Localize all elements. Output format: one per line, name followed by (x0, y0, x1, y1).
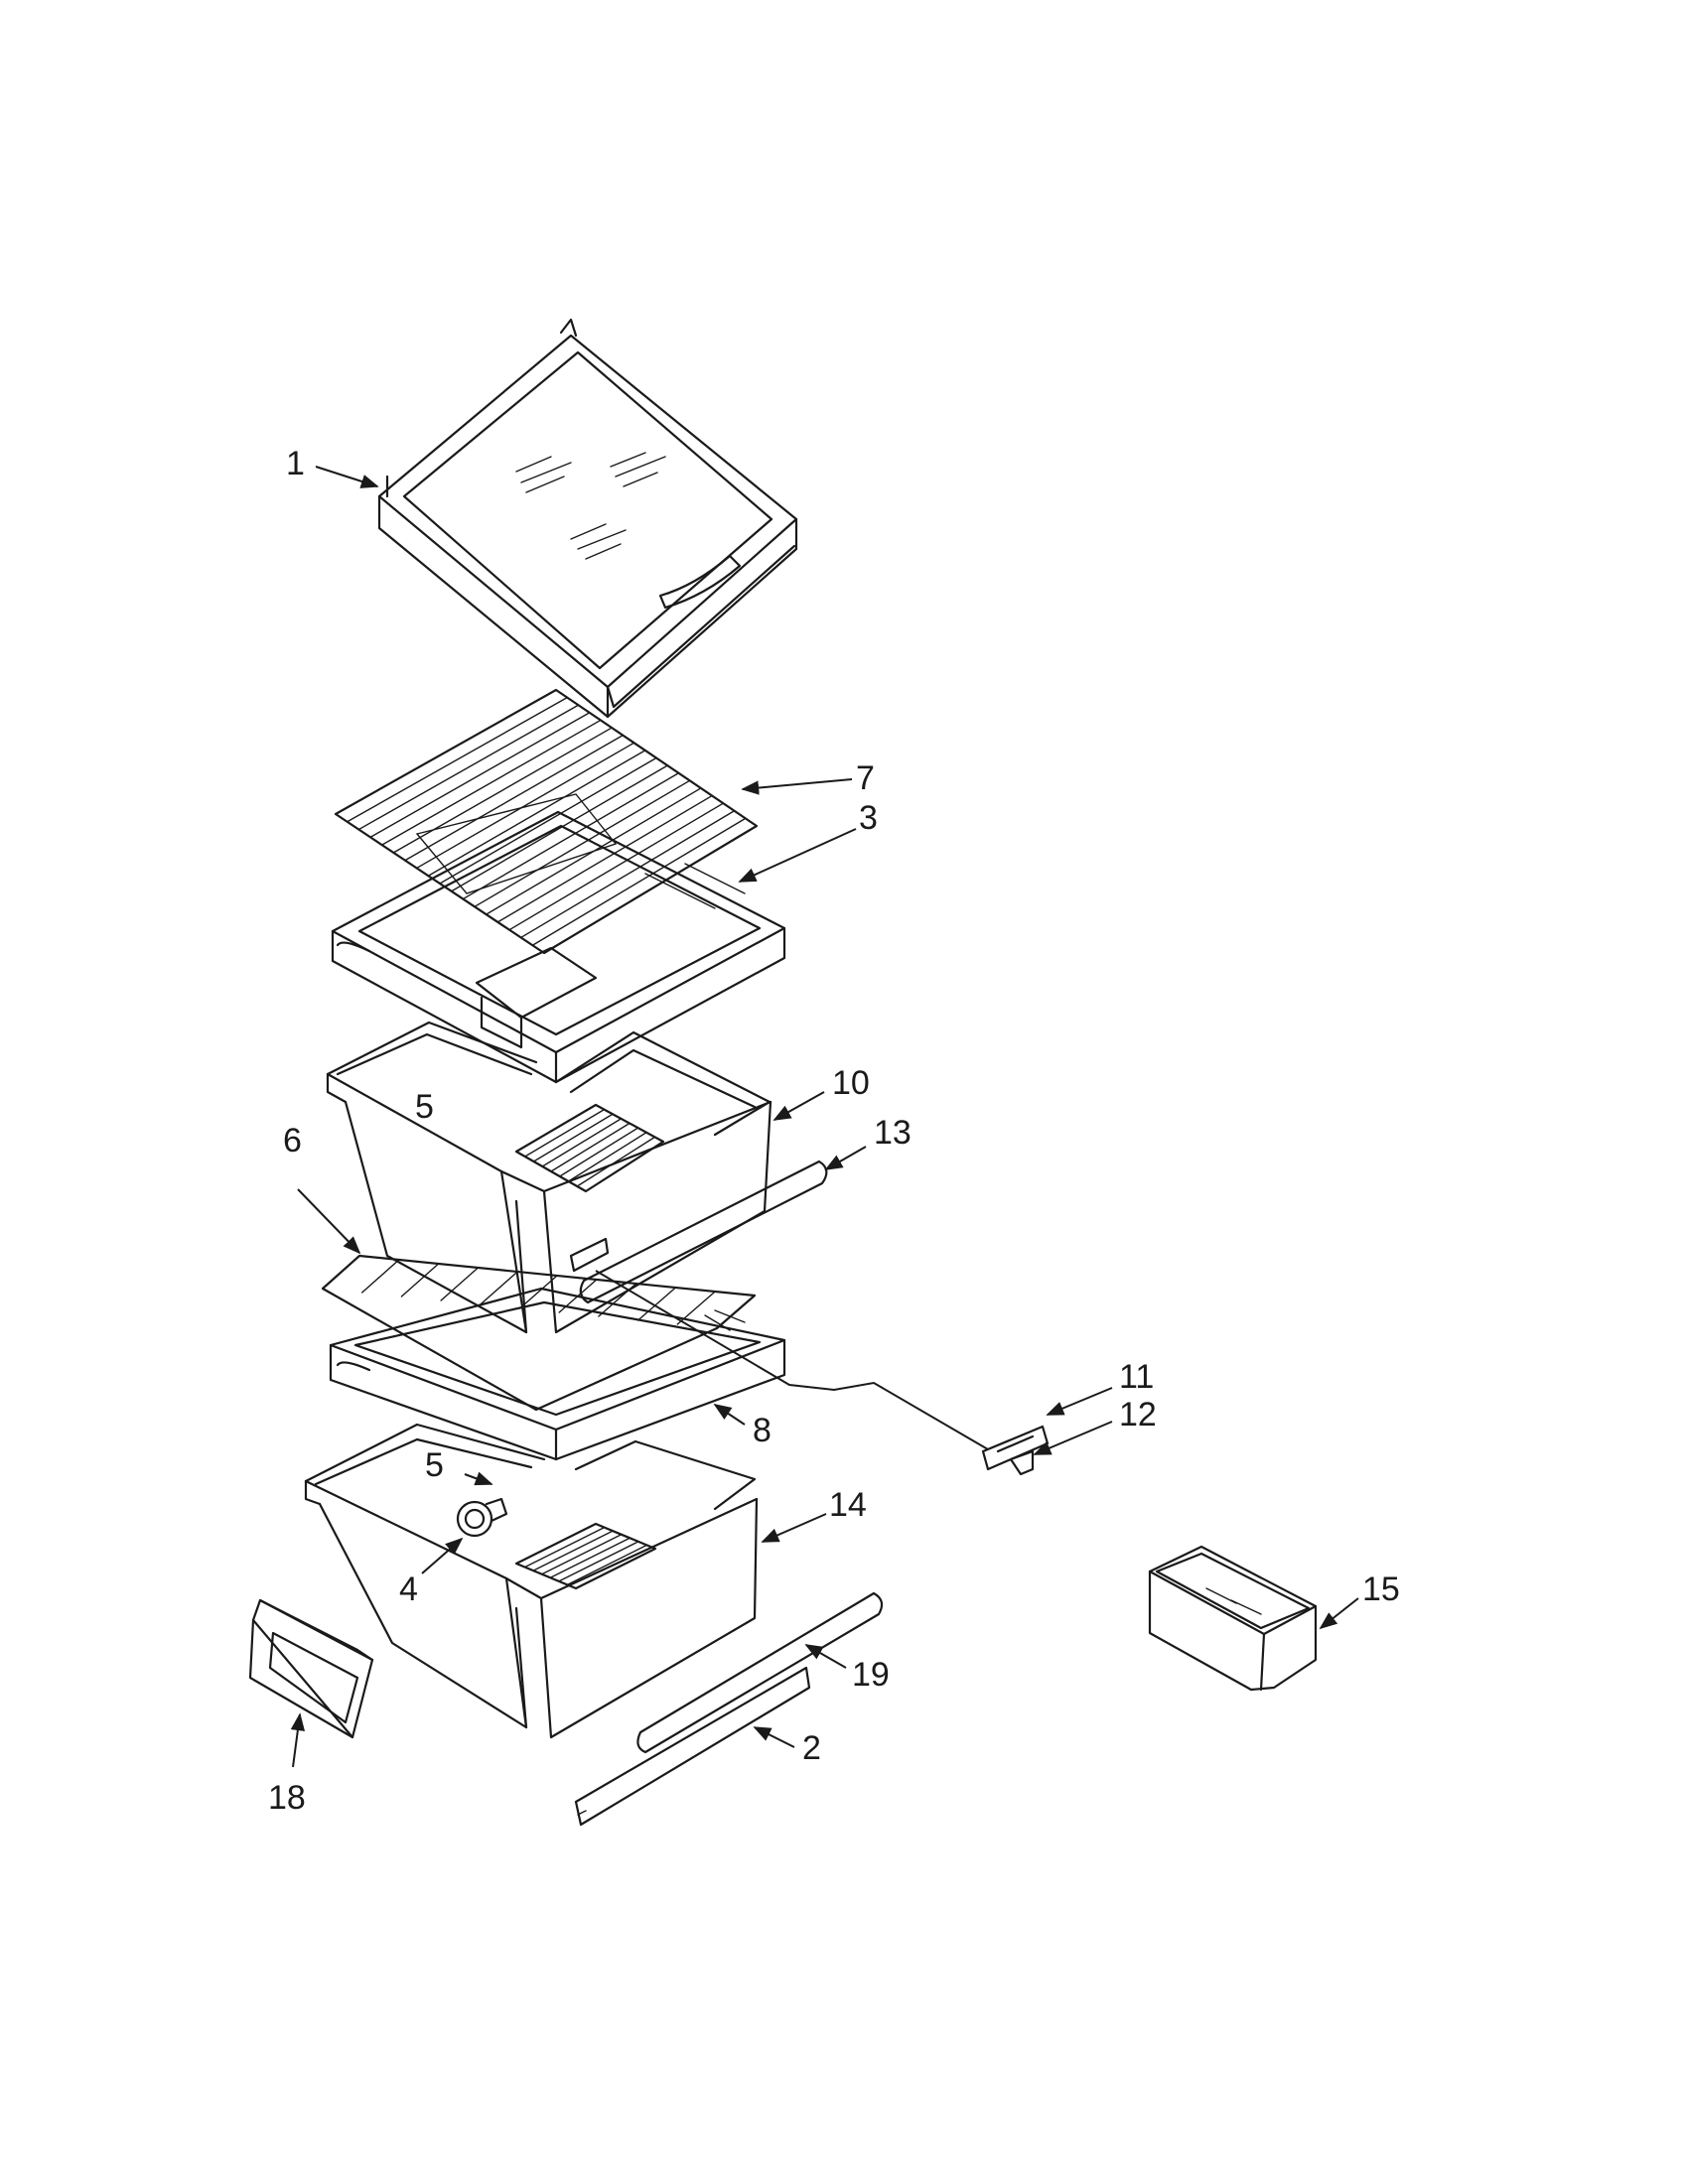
callout-leaders (290, 466, 1359, 1768)
part-3-crisper-cover-frame (331, 810, 786, 1084)
callout-18: 18 (268, 1779, 306, 1817)
part-2-trim-bar (574, 1666, 811, 1827)
callout-6: 6 (283, 1122, 302, 1160)
callout-5-upper: 5 (415, 1088, 434, 1126)
part-8-crisper-cover-frame (329, 1287, 786, 1461)
callout-2: 2 (802, 1729, 821, 1767)
callout-8: 8 (753, 1412, 772, 1449)
part-10-upper-crisper-drawer (326, 1021, 772, 1334)
callout-3: 3 (859, 799, 878, 837)
callout-12: 12 (1119, 1396, 1157, 1433)
part-14-lower-crisper-drawer (304, 1423, 759, 1739)
callout-14: 14 (829, 1486, 867, 1524)
callout-13: 13 (874, 1114, 912, 1152)
callout-15: 15 (1362, 1570, 1400, 1608)
part-1-glass-shelf (377, 318, 798, 719)
callout-4: 4 (399, 1570, 418, 1608)
part-6-shelf-insert (321, 1254, 757, 1412)
part-15-door-bin (1148, 1545, 1318, 1692)
part-4-humidity-control (456, 1497, 508, 1538)
part-13-upper-handle-trim (579, 1160, 828, 1304)
part-7-crisper-cover-insert (334, 688, 759, 955)
callout-11: 11 (1119, 1358, 1154, 1396)
part-19-lower-handle-trim (636, 1591, 884, 1754)
callout-19: 19 (852, 1656, 890, 1694)
callout-5-lower: 5 (425, 1446, 444, 1484)
callout-7: 7 (856, 759, 875, 797)
callout-labels: 1 7 3 5 10 13 6 8 11 12 5 4 14 15 19 2 1… (268, 445, 1400, 1817)
callout-10: 10 (832, 1064, 870, 1102)
part-18-label-holder (248, 1598, 374, 1739)
callout-1: 1 (286, 445, 305, 482)
part-11-12-clips (595, 1270, 1050, 1476)
